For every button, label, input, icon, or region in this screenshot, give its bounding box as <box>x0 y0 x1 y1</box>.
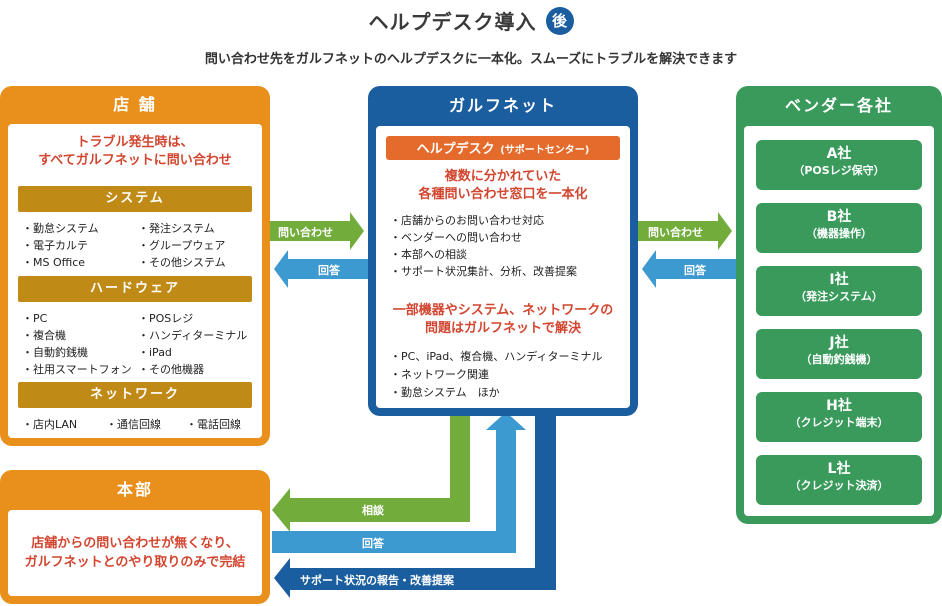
list-item: サポート状況集計、分析、改善提案 <box>390 263 577 280</box>
vendor-desc: （POSレジ保守） <box>793 164 885 177</box>
list-item: 複合機 <box>22 327 132 344</box>
list-item: 発注システム <box>138 220 226 237</box>
store-inquiry-arrow <box>270 212 364 250</box>
hq-message-line1: 店舗からの問い合わせが無くなり、 <box>31 536 239 551</box>
store-inquiry-label: 問い合わせ <box>278 226 333 239</box>
hq-message: 店舗からの問い合わせが無くなり、 ガルフネットとのやり取りのみで完結 <box>8 510 262 572</box>
list-item: iPad <box>138 344 247 361</box>
hq-title: 本部 <box>116 480 153 499</box>
vendor-inquiry-arrow <box>638 212 732 250</box>
gulfnet-note-line2: 問題はガルフネットで解決 <box>424 321 581 336</box>
list-item: POSレジ <box>138 310 247 327</box>
list-item: PC、iPad、複合機、ハンディターミナル <box>390 348 602 366</box>
hq-report-label: サポート状況の報告・改善提案 <box>300 574 454 587</box>
store-title: 店 舗 <box>113 95 157 114</box>
hq-consult-label: 相談 <box>362 504 384 517</box>
vendor-name: H社 <box>826 398 852 414</box>
vendors-panel: ベンダー各社 A社 （POSレジ保守） B社 （機器操作） I社 （発注システム… <box>736 86 942 524</box>
vendor-item: J社 （自動釣銭機） <box>756 329 922 379</box>
gulfnet-lead-line1: 複数に分かれていた <box>444 169 562 184</box>
gulfnet-note: 一部機器やシステム、ネットワークの 問題はガルフネットで解決 <box>376 302 630 338</box>
list-item: ネットワーク関連 <box>390 366 602 384</box>
list-item: 通信回線 <box>106 416 161 432</box>
vendor-name: B社 <box>826 209 852 225</box>
list-item: その他システム <box>138 254 226 271</box>
hq-report-arrow <box>274 416 556 598</box>
gulfnet-scope: PC、iPad、複合機、ハンディターミナル ネットワーク関連 勤怠システム ほか <box>390 348 602 402</box>
list-item: 店内LAN <box>22 416 77 432</box>
store-answer-arrow <box>274 250 368 288</box>
vendors-content: A社 （POSレジ保守） B社 （機器操作） I社 （発注システム） J社 （自… <box>744 126 934 516</box>
list-item: グループウェア <box>138 237 226 254</box>
page-subtitle: 問い合わせ先をガルフネットのヘルプデスクに一本化。スムーズにトラブルを解決できま… <box>204 52 738 67</box>
system-col1: 勤怠システム 電子カルテ MS Office <box>22 220 99 271</box>
hq-content: 店舗からの問い合わせが無くなり、 ガルフネットとのやり取りのみで完結 <box>8 510 262 596</box>
list-item: 電子カルテ <box>22 237 99 254</box>
hardware-col1: PC 複合機 自動釣銭機 社用スマートフォン <box>22 310 132 378</box>
vendor-answer-label: 回答 <box>684 264 706 277</box>
hardware-section-title: ハードウェア <box>18 276 252 302</box>
store-panel: 店 舗 トラブル発生時は、 すべてガルフネットに問い合わせ システム 勤怠システ… <box>0 86 270 446</box>
vendor-name: J社 <box>829 335 849 351</box>
list-item: 勤怠システム <box>22 220 99 237</box>
network-section-title: ネットワーク <box>18 382 252 408</box>
hq-consult-arrow <box>272 416 470 532</box>
vendor-name: I社 <box>829 272 849 288</box>
gulfnet-panel: ガルフネット ヘルプデスク (サポートセンター) 複数に分かれていた 各種問い合… <box>368 86 638 416</box>
system-col2: 発注システム グループウェア その他システム <box>138 220 226 271</box>
store-lead: トラブル発生時は、 すべてガルフネットに問い合わせ <box>8 124 262 170</box>
list-item: MS Office <box>22 254 99 271</box>
helpdesk-badge: ヘルプデスク (サポートセンター) <box>386 136 620 160</box>
vendor-desc: （発注システム） <box>795 290 883 303</box>
vendor-item: B社 （機器操作） <box>756 203 922 253</box>
gulfnet-lead: 複数に分かれていた 各種問い合わせ窓口を一本化 <box>376 168 630 204</box>
vendor-desc: （機器操作） <box>806 227 872 240</box>
vendor-item: L社 （クレジット決済） <box>756 455 922 505</box>
store-lead-line2: すべてガルフネットに問い合わせ <box>38 153 232 168</box>
list-item: 電話回線 <box>186 416 241 432</box>
list-item: 自動釣銭機 <box>22 344 132 361</box>
gulfnet-note-line1: 一部機器やシステム、ネットワークの <box>392 303 614 318</box>
list-item: 店舗からのお問い合わせ対応 <box>390 212 577 229</box>
list-item: ハンディターミナル <box>138 327 247 344</box>
gulfnet-title: ガルフネット <box>448 96 557 115</box>
gulfnet-services: 店舗からのお問い合わせ対応 ベンダーへの問い合わせ 本部への相談 サポート状況集… <box>390 212 577 280</box>
list-item: 社用スマートフォン <box>22 361 132 378</box>
vendor-item: H社 （クレジット端末） <box>756 392 922 442</box>
vendor-desc: （クレジット端末） <box>789 416 889 429</box>
after-badge: 後 <box>545 6 574 35</box>
list-item: その他機器 <box>138 361 247 378</box>
list-item: ベンダーへの問い合わせ <box>390 229 577 246</box>
store-content: トラブル発生時は、 すべてガルフネットに問い合わせ システム 勤怠システム 電子… <box>8 124 262 438</box>
list-item: 本部への相談 <box>390 246 577 263</box>
list-item: PC <box>22 310 132 327</box>
hq-message-line2: ガルフネットとのやり取りのみで完結 <box>24 555 246 570</box>
vendor-name: L社 <box>827 461 851 477</box>
system-section-title: システム <box>18 186 252 212</box>
vendor-answer-arrow <box>642 250 736 288</box>
vendor-inquiry-label: 問い合わせ <box>648 226 703 239</box>
vendor-desc: （自動釣銭機） <box>800 353 878 366</box>
hq-answer-label: 回答 <box>362 537 384 550</box>
gulfnet-content: ヘルプデスク (サポートセンター) 複数に分かれていた 各種問い合わせ窓口を一本… <box>376 126 630 408</box>
hardware-col2: POSレジ ハンディターミナル iPad その他機器 <box>138 310 247 378</box>
vendors-title: ベンダー各社 <box>784 96 893 115</box>
gulfnet-lead-line2: 各種問い合わせ窓口を一本化 <box>418 187 588 202</box>
hq-answer-arrow <box>272 412 526 553</box>
vendor-item: I社 （発注システム） <box>756 266 922 316</box>
page-header: ヘルプデスク導入 後 <box>0 6 942 35</box>
helpdesk-main-label: ヘルプデスク <box>416 142 495 157</box>
page-title: ヘルプデスク導入 <box>368 10 537 34</box>
helpdesk-sub-label: (サポートセンター) <box>500 145 590 156</box>
store-lead-line1: トラブル発生時は、 <box>76 135 194 150</box>
vendor-name: A社 <box>826 146 852 162</box>
vendor-desc: （クレジット決済） <box>789 479 889 492</box>
list-item: 勤怠システム ほか <box>390 384 602 402</box>
vendor-item: A社 （POSレジ保守） <box>756 140 922 190</box>
hq-panel: 本部 店舗からの問い合わせが無くなり、 ガルフネットとのやり取りのみで完結 <box>0 470 270 604</box>
store-answer-label: 回答 <box>318 264 340 277</box>
